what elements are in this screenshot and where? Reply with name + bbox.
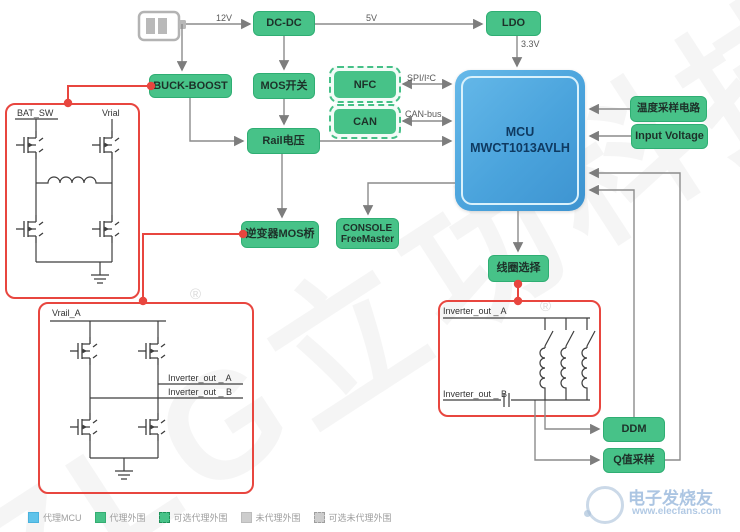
mcu-part-number: MWCT1013AVLH [470, 140, 570, 155]
label-12v: 12V [216, 13, 233, 23]
legend-label: 代理外围 [109, 513, 146, 523]
label-vrail-a: Vrail_A [52, 308, 81, 318]
site-url: www.elecfans.com [632, 506, 722, 517]
node-coil-select: 线圈选择 [488, 255, 549, 282]
legend-label: 可选代理外围 [173, 513, 228, 523]
site-watermark: 电子发烧友 www.elecfans.com [584, 482, 736, 530]
console-line2: FreeMaster [340, 233, 395, 245]
node-rail-voltage: Rail电压 [247, 128, 320, 154]
site-name: 电子发烧友 [628, 489, 713, 508]
node-can-optional: CAN [329, 104, 401, 139]
node-ldo: LDO [486, 11, 541, 36]
legend-label: 代理MCU [43, 513, 82, 523]
registered-mark: ® [540, 298, 552, 315]
legend-swatch-gray [240, 512, 252, 523]
registered-mark: ® [190, 286, 202, 303]
node-temp-sampling: 温度采样电路 [630, 96, 707, 122]
node-buck-boost: BUCK-BOOST [149, 74, 232, 98]
node-mcu: MCU MWCT1013AVLH [455, 70, 585, 211]
label-5v: 5V [366, 13, 378, 23]
legend-swatch-gray-dashed [313, 512, 325, 523]
node-nfc: NFC [334, 71, 396, 98]
legend-swatch-green-dashed [158, 512, 170, 523]
legend-item-proxy-mcu: 代理MCU [28, 511, 82, 524]
battery-icon [137, 10, 186, 42]
label-3v3: 3.3V [521, 39, 540, 49]
inverter-hbridge-schematic-frame [38, 302, 254, 494]
coil-array-schematic-frame [438, 300, 601, 417]
node-input-voltage: Input Voltage [631, 124, 708, 149]
label-can-bus: CAN-bus [405, 109, 442, 119]
site-logo-icon [586, 486, 624, 524]
label-vrial: Vrial [102, 108, 120, 118]
legend-item-optional-non-proxy-peripheral: 可选未代理外围 [313, 511, 392, 524]
label-inverter-out-a: Inverter_out _ A [168, 373, 232, 383]
legend-label: 未代理外围 [255, 513, 301, 523]
console-line1: CONSOLE [342, 222, 393, 234]
legend-label: 可选未代理外围 [328, 513, 392, 523]
buck-boost-schematic-frame [5, 103, 140, 299]
legend-swatch-green [94, 512, 106, 523]
label-bat-sw: BAT_SW [17, 108, 54, 118]
node-can: CAN [334, 109, 396, 134]
legend-item-non-proxy-peripheral: 未代理外围 [240, 511, 301, 524]
label-inverter-out-b: Inverter_out _ B [168, 387, 233, 397]
legend-item-optional-proxy-peripheral: 可选代理外围 [158, 511, 228, 524]
label-coil-out-a: Inverter_out _ A [443, 306, 507, 316]
legend-swatch-blue [28, 512, 39, 523]
label-coil-out-b: Inverter_out _ B [443, 389, 508, 399]
legend: 代理MCU 代理外围 可选代理外围 未代理外围 可选未代理外围 [28, 511, 392, 524]
label-spi-i2c: SPI/I²C [407, 73, 437, 83]
node-mos-switch: MOS开关 [253, 73, 315, 99]
node-q-sampling: Q值采样 [603, 448, 665, 473]
legend-item-proxy-peripheral: 代理外围 [94, 511, 146, 524]
mcu-title: MCU [505, 124, 535, 139]
node-inverter-mos-bridge: 逆变器MOS桥 [241, 221, 319, 248]
node-console-freemaster: CONSOLE FreeMaster [336, 218, 399, 249]
site-logo-dot [584, 510, 591, 517]
node-nfc-optional: NFC [329, 66, 401, 103]
node-dcdc: DC-DC [253, 11, 315, 36]
node-ddm: DDM [603, 417, 665, 442]
